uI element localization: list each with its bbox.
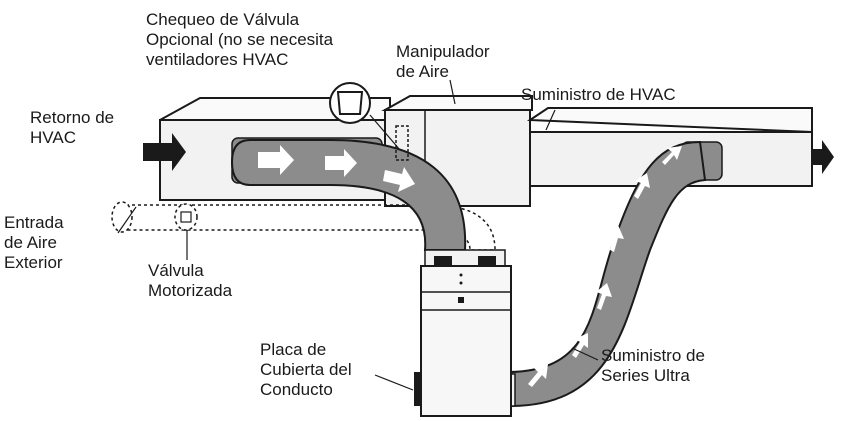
return-arrow-icon	[143, 133, 186, 171]
leader-lines	[117, 79, 599, 391]
air-handler-label: Manipulador de Aire	[396, 42, 490, 81]
check-valve	[329, 82, 409, 161]
ultra-supply-label: Suministro de Series Ultra	[601, 346, 705, 385]
outside-air-label: Entrada de Aire Exterior	[4, 213, 64, 272]
hvac-return-label: Retorno de HVAC	[30, 108, 115, 147]
duct-cover-label: Placa de Cubierta del Conducto	[260, 340, 352, 399]
supply-arrow-icon	[812, 140, 834, 174]
flow-arrows-supply	[528, 146, 682, 387]
hvac-supply-label: Suministro de HVAC	[521, 85, 676, 104]
check-valve-label: Chequeo de Válvula Opcional (no se neces…	[146, 10, 334, 69]
flow-arrows-return	[258, 145, 415, 192]
ventilation-unit	[414, 249, 512, 417]
motorized-valve-label: Válvula Motorizada	[148, 261, 233, 300]
return-flex-duct	[230, 139, 467, 251]
